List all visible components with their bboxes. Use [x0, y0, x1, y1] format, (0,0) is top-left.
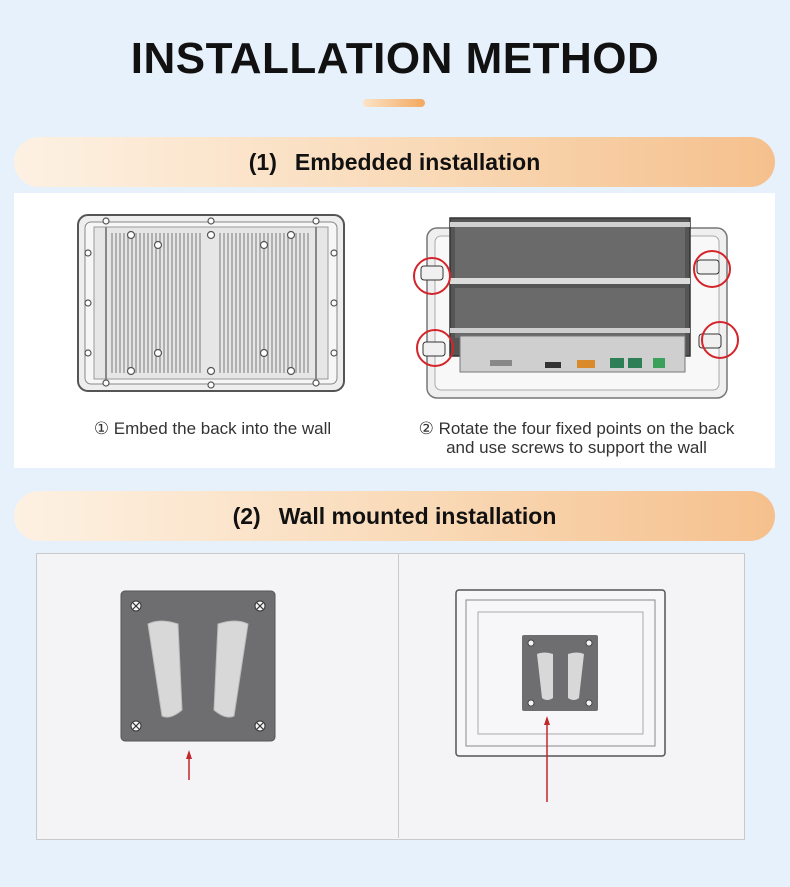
- step-rotate-line1: ② Rotate the four fixed points on the ba…: [418, 419, 735, 438]
- section-number: (1): [248, 148, 277, 175]
- section-label: Embedded installation: [294, 148, 541, 175]
- section-header-embedded: (1) Embedded installation: [14, 137, 775, 187]
- step-embed-caption: ① Embed the back into the wall: [93, 419, 332, 438]
- vesa-plate-image: [120, 590, 276, 780]
- panel-back-image: [77, 214, 345, 392]
- fixed-points-image: [413, 217, 739, 399]
- monitor-mount-image: [455, 589, 666, 802]
- section-number: (2): [232, 502, 261, 529]
- section-header-wall: (2) Wall mounted installation: [14, 491, 775, 541]
- section-label: Wall mounted installation: [278, 502, 557, 529]
- title-underline: [363, 99, 425, 107]
- page-title: INSTALLATION METHOD: [130, 34, 660, 83]
- panel-divider: [398, 553, 399, 838]
- step-rotate-line2: and use screws to support the wall: [446, 438, 707, 457]
- step-rotate-caption: ② Rotate the four fixed points on the ba…: [398, 419, 755, 457]
